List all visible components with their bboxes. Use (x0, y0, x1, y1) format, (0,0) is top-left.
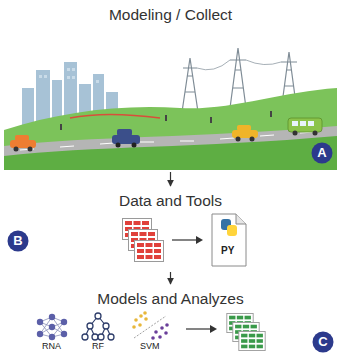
file-type-label: PY (221, 245, 234, 256)
panel-letter-circle: C (312, 331, 334, 353)
panel-letter-circle: B (7, 230, 29, 252)
section-panel: Data and ToolsB (4, 188, 337, 270)
panel-shape (4, 0, 337, 170)
callout-letter: C (312, 331, 334, 353)
model-label: RF (92, 341, 104, 351)
car (112, 129, 140, 148)
city-scene (4, 48, 337, 170)
data-tools-icons (123, 214, 247, 266)
panel-heading: Modeling / Collect (4, 0, 337, 30)
flow-arrow (170, 172, 171, 186)
panel-heading: Models and Analyzes (4, 286, 337, 312)
bus (288, 118, 322, 136)
callout-letter: A (311, 142, 333, 164)
flow-arrow (170, 272, 171, 284)
model-icons (37, 311, 265, 350)
panel-letter-circle: A (311, 142, 333, 164)
callout-letter: B (7, 230, 29, 252)
model-label: RNA (42, 341, 61, 351)
car (10, 135, 36, 152)
section-panel: Modeling / CollectA (4, 0, 337, 170)
car (232, 125, 258, 142)
model-label: SVM (140, 341, 160, 351)
panel-heading: Data and Tools (4, 188, 337, 214)
